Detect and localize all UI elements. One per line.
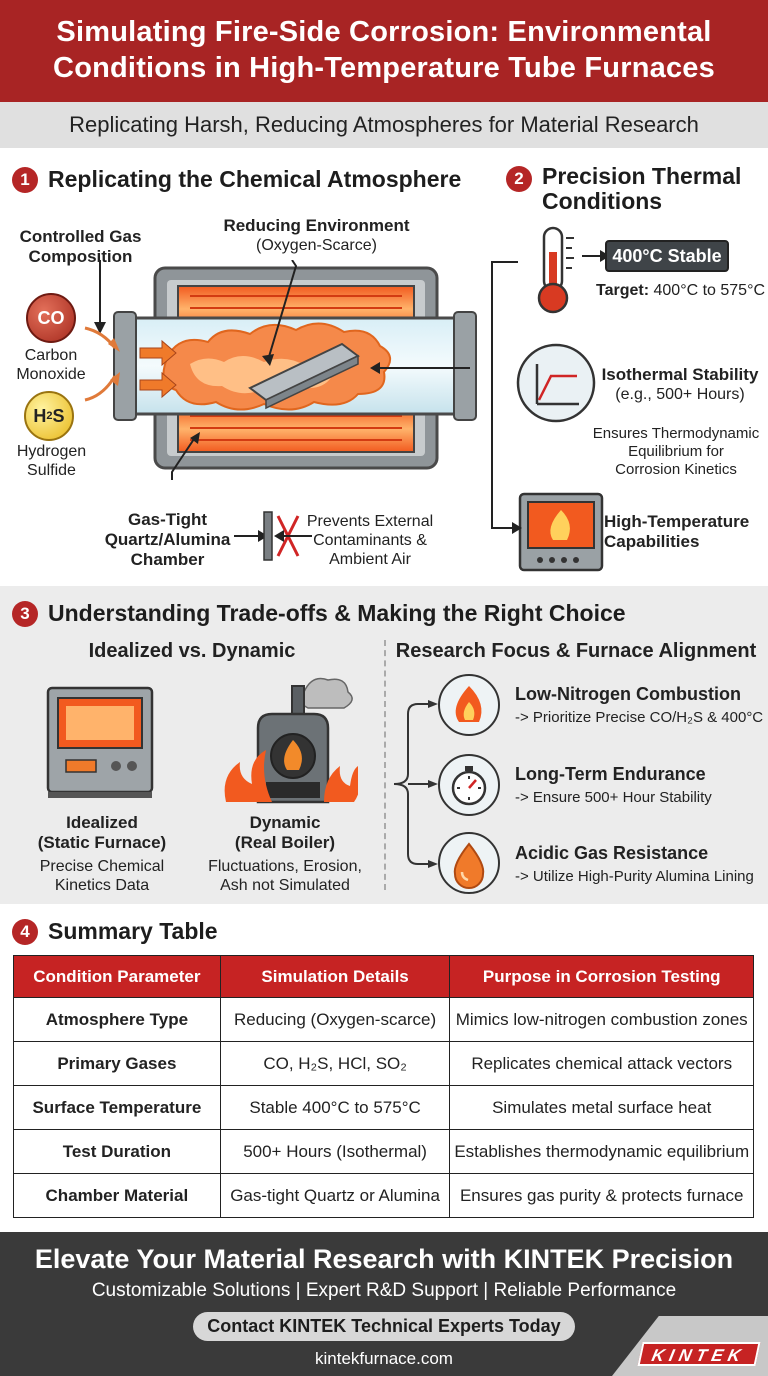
table-cell: Mimics low-nitrogen combustion zones <box>449 997 754 1042</box>
website-link[interactable]: kintekfurnace.com <box>315 1349 453 1368</box>
idealized-label: Idealized(Static Furnace) <box>37 813 167 852</box>
stopwatch-icon <box>438 754 500 816</box>
thermal-connector <box>491 261 522 534</box>
reducing-environment-sub: (Oxygen-Scarce) <box>256 237 377 254</box>
page-subtitle: Replicating Harsh, Reducing Atmospheres … <box>0 102 768 148</box>
table-header-row: Condition Parameter Simulation Details P… <box>13 955 754 998</box>
furnace-flame-icon <box>518 492 604 572</box>
table-cell: Primary Gases <box>13 1041 221 1086</box>
isothermal-sub: (e.g., 500+ Hours) <box>615 386 745 403</box>
focus-sub-0: -> Prioritize Precise CO/H₂S & 400°C <box>515 709 764 726</box>
dynamic-desc: Fluctuations, Erosion,Ash not Simulated <box>208 858 362 894</box>
table-row: Test Duration 500+ Hours (Isothermal) Es… <box>13 1129 754 1174</box>
thermometer-icon <box>537 226 574 314</box>
focus-title-1: Long-Term Endurance <box>515 764 706 784</box>
table-cell: Surface Temperature <box>13 1085 221 1130</box>
table-header: Simulation Details <box>219 955 451 998</box>
page-header: Simulating Fire-Side Corrosion: Environm… <box>0 0 768 102</box>
focus-title-0: Low-Nitrogen Combustion <box>515 684 741 704</box>
static-furnace-icon <box>46 686 154 798</box>
table-cell: Stable 400°C to 575°C <box>219 1085 451 1130</box>
section1-title: Replicating the Chemical Atmosphere <box>48 166 462 192</box>
acid-drop-icon <box>438 832 500 894</box>
table-cell: Test Duration <box>13 1129 221 1174</box>
focus-bracket <box>393 700 438 868</box>
dynamic-label: Dynamic(Real Boiler) <box>234 813 336 852</box>
summary-table: Condition Parameter Simulation Details P… <box>13 955 754 1218</box>
idealized-vs-dynamic-title: Idealized vs. Dynamic <box>88 640 296 662</box>
table-row: Surface Temperature Stable 400°C to 575°… <box>13 1085 754 1130</box>
focus-title-2: Acidic Gas Resistance <box>515 843 709 863</box>
table-cell: Simulates metal surface heat <box>449 1085 754 1130</box>
tube-furnace-illustration <box>84 260 477 480</box>
footer-headline: Elevate Your Material Research with KINT… <box>34 1244 734 1274</box>
table-cell: Ensures gas purity & protects furnace <box>449 1173 754 1218</box>
boiler-icon <box>224 677 358 804</box>
table-cell: Establishes thermodynamic equilibrium <box>449 1129 754 1174</box>
table-cell: CO, H₂S, HCl, SO₂ <box>219 1041 451 1086</box>
isothermal-title: Isothermal Stability <box>601 365 759 384</box>
table-row: Chamber Material Gas-tight Quartz or Alu… <box>13 1173 754 1218</box>
title-line-1: Simulating Fire-Side Corrosion: Environm… <box>56 16 712 48</box>
summary-table-wrap: Condition Parameter Simulation Details P… <box>13 955 754 1218</box>
section3-divider <box>384 640 386 890</box>
section1-heading: 1 Replicating the Chemical Atmosphere <box>12 166 461 193</box>
table-row: Primary Gases CO, H₂S, HCl, SO₂ Replicat… <box>13 1041 754 1086</box>
table-cell: Replicates chemical attack vectors <box>449 1041 754 1086</box>
stable-temperature-badge: 400°C Stable <box>605 240 729 272</box>
table-cell: Reducing (Oxygen-scarce) <box>219 997 451 1042</box>
table-row: Atmosphere Type Reducing (Oxygen-scarce)… <box>13 997 754 1042</box>
section4-title: Summary Table <box>48 918 218 944</box>
page-title: Simulating Fire-Side Corrosion: Environm… <box>0 0 768 86</box>
title-line-2: Conditions in High-Temperature Tube Furn… <box>53 52 715 84</box>
table-cell: Chamber Material <box>13 1173 221 1218</box>
table-cell: Atmosphere Type <box>13 997 221 1042</box>
table-cell: Gas-tight Quartz or Alumina <box>219 1173 451 1218</box>
section4-heading: 4 Summary Table <box>12 918 218 945</box>
target-range: Target: 400°C to 575°C <box>596 282 766 299</box>
table-cell: 500+ Hours (Isothermal) <box>219 1129 451 1174</box>
section2-number: 2 <box>506 166 532 192</box>
section3-heading: 3 Understanding Trade-offs & Making the … <box>12 600 626 627</box>
section4-number: 4 <box>12 918 38 945</box>
footer-tagline: Customizable Solutions | Expert R&D Supp… <box>91 1280 677 1301</box>
table-header: Purpose in Corrosion Testing <box>449 955 754 998</box>
focus-sub-1: -> Ensure 500+ Hour Stability <box>515 789 712 806</box>
contact-experts-button[interactable]: Contact KINTEK Technical Experts Today <box>193 1312 575 1341</box>
co-molecule-icon: CO <box>26 293 76 343</box>
reducing-environment-title: Reducing Environment <box>223 216 410 235</box>
section3-title: Understanding Trade-offs & Making the Ri… <box>48 600 626 626</box>
focus-sub-2: -> Utilize High-Purity Alumina Lining <box>515 868 754 885</box>
section1-number: 1 <box>12 166 38 193</box>
flame-icon <box>438 674 500 736</box>
research-focus-title: Research Focus & Furnace Alignment <box>395 640 757 662</box>
blocked-icon <box>234 511 312 561</box>
table-header: Condition Parameter <box>13 955 221 998</box>
section3-number: 3 <box>12 600 38 627</box>
kintek-logo: KINTEK <box>637 1342 761 1366</box>
isothermal-graph-icon <box>516 343 596 423</box>
